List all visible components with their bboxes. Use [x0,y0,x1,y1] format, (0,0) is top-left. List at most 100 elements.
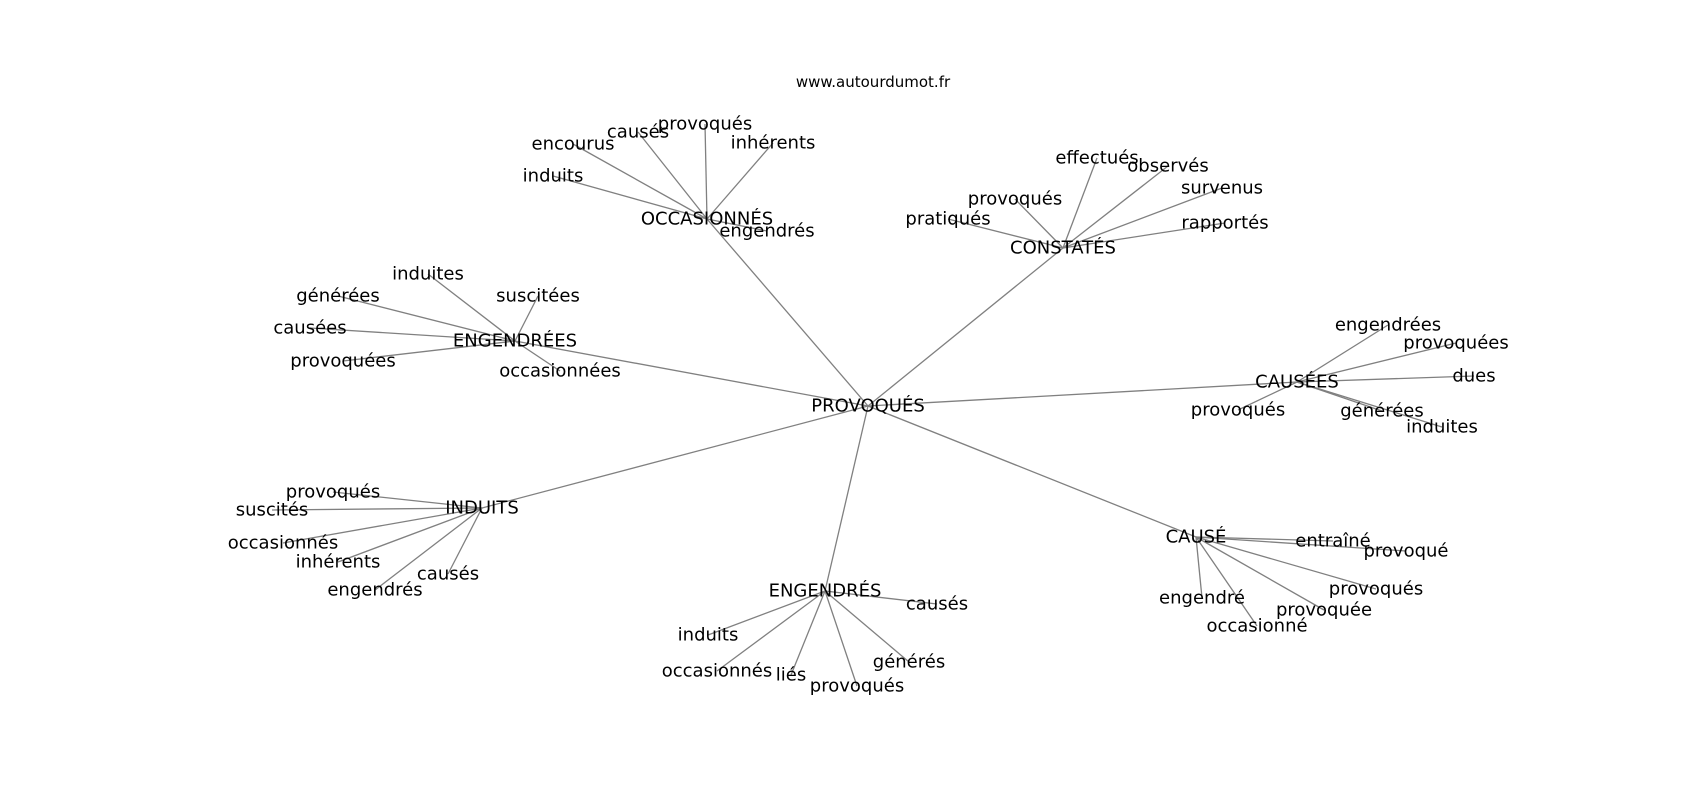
leaf-node-constates-effectues[interactable]: effectués [1055,148,1138,169]
edge-cause-entraine [1195,536,1334,542]
leaf-node-induits-provoques[interactable]: provoqués [286,482,380,503]
edge-constates-survenus [1062,187,1223,249]
edge-constates-provoques [1014,198,1064,249]
leaf-node-cause-provoque[interactable]: provoqué [1363,541,1448,562]
leaf-node-induits-inherents[interactable]: inhérents [296,552,381,573]
edge-engendrees-occasionnees [514,340,561,372]
leaf-node-engendrees-provoquees[interactable]: provoquées [290,351,395,372]
leaf-node-engendrees-occasionnees[interactable]: occasionnées [499,361,621,382]
hub-node-induits[interactable]: INDUITS [445,498,519,519]
edge-occasionnes-encourus [572,143,708,220]
edge-root-constates [867,247,1064,407]
edge-engendrees-suscitees [514,295,539,342]
leaf-node-engendrees-causees[interactable]: causées [273,318,346,339]
edge-cause-provoque [1195,536,1407,552]
root-node-provoques[interactable]: PROVOQUÉS [811,395,925,417]
graph-nodes: induitsencouruscausésprovoquésinhérentse… [228,114,1509,697]
leaf-node-engendrees-suscitees[interactable]: suscitées [496,286,580,307]
edge-engendrees-induites [427,273,516,342]
edge-engendres-generes [824,590,910,663]
leaf-node-causees-induites[interactable]: induites [1406,417,1478,438]
leaf-node-engendres-lies[interactable]: liés [776,665,806,686]
leaf-node-engendres-provoques[interactable]: provoqués [810,676,904,697]
leaf-node-engendres-induits[interactable]: induits [678,625,739,646]
leaf-node-causees-provoquees[interactable]: provoquées [1403,333,1508,354]
leaf-node-occasionnes-inherents[interactable]: inhérents [731,133,816,154]
leaf-node-engendrees-induites[interactable]: induites [392,264,464,285]
leaf-node-engendres-occasionnes[interactable]: occasionnés [662,661,773,682]
leaf-node-constates-observes[interactable]: observés [1127,156,1208,177]
edge-root-occasionnes [706,218,869,407]
site-watermark[interactable]: www.autourdumot.fr [796,73,951,91]
edge-root-causees [867,381,1298,407]
edge-occasionnes-induits [552,175,708,220]
edge-occasionnes-provoques [704,123,708,220]
edge-occasionnes-inherents [706,142,774,220]
leaf-node-causees-provoques[interactable]: provoqués [1191,400,1285,421]
leaf-node-induits-suscites[interactable]: suscités [236,500,309,521]
leaf-node-causees-dues[interactable]: dues [1452,366,1495,387]
edge-constates-effectues [1062,157,1098,249]
hub-node-engendrees[interactable]: ENGENDRÉES [453,330,577,352]
leaf-node-cause-occasionne[interactable]: occasionné [1206,616,1307,637]
edge-causees-engendrees [1296,324,1389,383]
leaf-node-occasionnes-causes[interactable]: causés [607,122,669,143]
hub-node-occasionnes[interactable]: OCCASIONNÉS [641,208,773,230]
edge-engendres-occasionnes [716,590,826,672]
edge-engendres-induits [707,590,826,636]
leaf-node-constates-survenus[interactable]: survenus [1181,178,1263,199]
edge-engendres-causes [824,590,938,605]
leaf-node-cause-provoques[interactable]: provoqués [1329,579,1423,600]
edge-constates-observes [1062,165,1169,249]
edge-causees-dues [1296,375,1475,383]
edge-root-cause [867,405,1197,538]
edge-occasionnes-causes [637,131,708,220]
edge-cause-engendre [1195,536,1203,599]
leaf-node-induits-causes[interactable]: causés [417,564,479,585]
leaf-node-constates-rapportes[interactable]: rapportés [1181,213,1268,234]
leaf-node-occasionnes-provoques[interactable]: provoqués [658,114,752,135]
leaf-node-occasionnes-encourus[interactable]: encourus [532,134,615,155]
hub-node-cause[interactable]: CAUSÉ [1166,526,1227,548]
edge-cause-occasionne [1195,536,1258,627]
leaf-node-induits-occasionnes[interactable]: occasionnés [228,533,339,554]
edge-induits-engendres [374,507,483,591]
leaf-node-cause-entraine[interactable]: entraîné [1295,531,1370,552]
edge-causees-induites [1296,381,1443,428]
edge-induits-inherents [337,507,483,563]
edge-engendrees-provoquees [342,340,516,362]
hub-node-engendres[interactable]: ENGENDRÉS [769,580,882,602]
edge-induits-causes [447,507,483,575]
edge-engendres-lies [790,590,826,676]
edge-engendrees-causees [309,327,516,342]
edge-induits-provoques [332,491,483,509]
leaf-node-cause-engendre[interactable]: engendré [1159,588,1245,609]
leaf-node-induits-engendres[interactable]: engendrés [327,580,422,601]
edge-cause-provoques [1195,536,1377,590]
edge-cause-provoquee [1195,536,1325,611]
leaf-node-constates-pratiques[interactable]: pratiqués [905,209,990,230]
graph-edges [271,123,1475,687]
hub-node-constates[interactable]: CONSTATÉS [1010,237,1116,259]
leaf-node-causees-generees[interactable]: générées [1340,401,1424,422]
leaf-node-engendres-generes[interactable]: générés [873,652,945,673]
edge-constates-pratiques [947,218,1064,249]
leaf-node-causees-engendrees[interactable]: engendrées [1335,315,1441,336]
hub-node-causees[interactable]: CAUSÉES [1255,371,1339,393]
edge-engendres-provoques [824,590,858,687]
edge-occasionnes-engendres [706,218,768,232]
edge-causees-provoquees [1296,342,1457,383]
edge-constates-rapportes [1062,222,1226,249]
leaf-node-occasionnes-engendres[interactable]: engendrés [719,221,814,242]
edge-root-engendres [824,405,869,592]
edge-induits-suscites [271,507,483,511]
edge-root-engendrees [514,340,869,407]
leaf-node-cause-provoquee[interactable]: provoquée [1276,600,1372,621]
leaf-node-engendres-causes[interactable]: causés [906,594,968,615]
edge-induits-occasionnes [282,507,483,544]
leaf-node-constates-provoques[interactable]: provoqués [968,189,1062,210]
edge-causees-provoques [1237,381,1298,411]
leaf-node-occasionnes-induits[interactable]: induits [523,166,584,187]
leaf-node-engendrees-generees[interactable]: générées [296,286,380,307]
